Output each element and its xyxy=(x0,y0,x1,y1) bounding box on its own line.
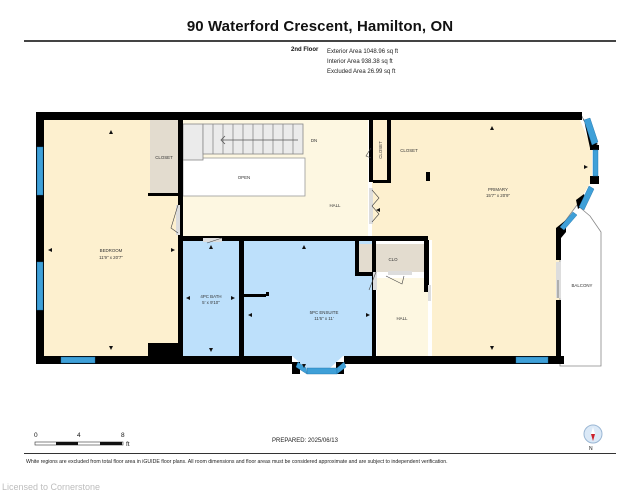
balcony-label: BALCONY xyxy=(572,283,593,288)
open-label: OPEN xyxy=(238,175,250,180)
bath-dims: 5' x 9'10" xyxy=(202,300,220,305)
scale-tick-8: 8 xyxy=(121,432,125,439)
compass-north-label: N xyxy=(589,446,593,452)
scale-bar-graphic xyxy=(34,441,124,446)
floor-label: 2nd Floor xyxy=(291,47,319,53)
interior-area: Interior Area 938.38 sq ft xyxy=(327,59,393,65)
area-summary: Exterior Area 1048.96 sq ft Interior Are… xyxy=(327,47,398,77)
scale-tick-0: 0 xyxy=(34,432,38,439)
primary-dims: 15'7" x 20'9" xyxy=(486,193,511,198)
clo-area xyxy=(358,244,428,272)
walls xyxy=(36,112,599,374)
exterior-area: Exterior Area 1048.96 sq ft xyxy=(327,49,399,55)
closet-left-label: CLOSET xyxy=(155,155,173,160)
bath-area xyxy=(182,240,239,356)
scale-unit: ft xyxy=(126,441,130,448)
bedroom-dims: 11'9" x 20'7" xyxy=(99,255,123,260)
excluded-area: Excluded Area 26.99 sq ft xyxy=(327,69,396,75)
hall-small-area xyxy=(377,278,428,356)
bedroom-label: BEDROOM xyxy=(100,248,123,253)
ensuite-area xyxy=(244,240,372,368)
closet-left-area xyxy=(150,120,178,193)
scale-bar: 0 4 8 ft xyxy=(34,432,144,448)
clo-label: CLO xyxy=(388,257,398,262)
ensuite-dims: 11'6" x 11' xyxy=(314,316,334,321)
stairs-dn-label: DN xyxy=(311,138,317,143)
doors xyxy=(170,147,561,301)
primary-label: PRIMARY xyxy=(488,187,508,192)
windows xyxy=(36,117,599,375)
closet-vertical-label: CLOSET xyxy=(378,141,383,159)
closet-primary-label: CLOSET xyxy=(400,148,418,153)
bath-label: 4PC BATH xyxy=(200,294,221,299)
ensuite-label: 5PC ENSUITE xyxy=(310,310,339,315)
staircase xyxy=(182,123,304,161)
prepared-date: PREPARED: 2025/06/13 xyxy=(272,438,338,444)
scale-tick-4: 4 xyxy=(77,432,81,439)
open-area xyxy=(182,157,306,197)
title-divider xyxy=(24,40,616,42)
footer-divider xyxy=(24,453,616,454)
dimension-markers xyxy=(48,126,588,368)
hall-main-label: HALL xyxy=(330,203,342,208)
compass-icon xyxy=(583,424,603,444)
license-watermark: Licensed to Cornerstone xyxy=(2,482,101,492)
disclaimer-text: White regions are excluded from total fl… xyxy=(26,459,448,465)
hall-small-label: HALL xyxy=(397,316,409,321)
page-title: 90 Waterford Crescent, Hamilton, ON xyxy=(186,18,454,35)
